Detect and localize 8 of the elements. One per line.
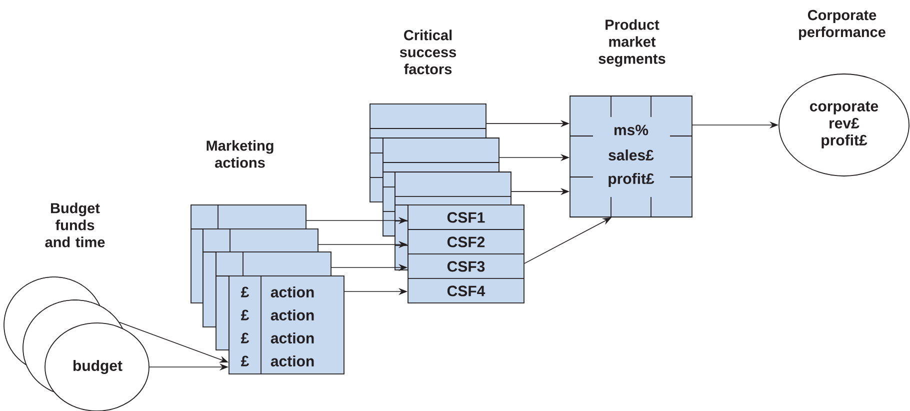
column-heading: Marketing actions [206, 140, 274, 168]
oval: corporate rev£ profit£ [778, 74, 910, 176]
segment-grid: ms% sales£ profit£ [570, 96, 692, 218]
column-heading: Corporate performance [799, 10, 886, 40]
stacked-card [370, 104, 486, 138]
column-heading: Product market segments [598, 19, 666, 67]
column-heading: Budget funds and time [45, 202, 105, 248]
column-heading: Critical success factors [400, 30, 456, 74]
